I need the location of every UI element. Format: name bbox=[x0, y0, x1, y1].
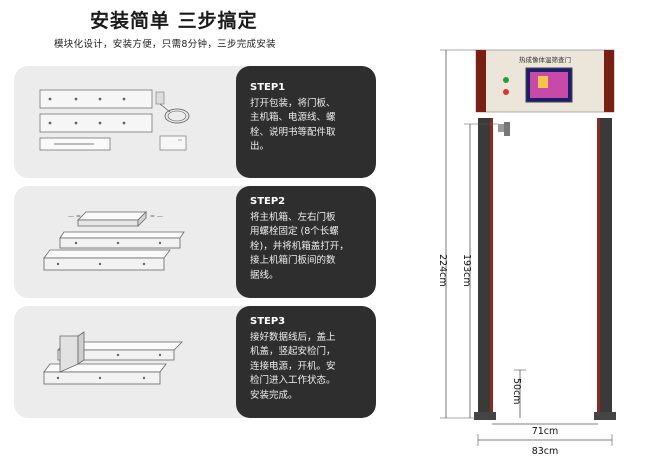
step3-line: 接好数据线后，盖上 bbox=[250, 332, 336, 343]
step-card-1: STEP1 打开包装，将门板、 主机箱、电源线、螺 栓、说明书等配件取 出。 bbox=[14, 66, 376, 178]
step1-text: 打开包装，将门板、 主机箱、电源线、螺 栓、说明书等配件取 出。 bbox=[250, 97, 374, 155]
svg-text:= —: = — bbox=[150, 213, 163, 220]
step1-illustration bbox=[39, 89, 190, 151]
step1-line: 栓、说明书等配件取 bbox=[250, 126, 336, 138]
dim-total-height: 224cm bbox=[437, 254, 448, 287]
step1-line: 出。 bbox=[250, 141, 270, 153]
step2-text: 将主机箱、左右门板 用螺栓固定 (8个长螺 栓)，并将机箱盖打开， 接上机箱门板… bbox=[250, 211, 374, 283]
step2-line: 栓)，并将机箱盖打开， bbox=[250, 240, 349, 252]
right-pillar bbox=[598, 118, 612, 418]
step2-line: 据线。 bbox=[250, 269, 279, 281]
step2-line: 用螺栓固定 (8个长螺 bbox=[250, 226, 339, 238]
step3-text-panel bbox=[236, 306, 376, 418]
step3-line: 机盖，竖起安检门， bbox=[250, 346, 336, 358]
step3-title: STEP3 bbox=[250, 316, 286, 327]
page-subtitle: 模块化设计，安装方便，只需8分钟，三步完成安装 bbox=[54, 39, 276, 50]
step1-title: STEP1 bbox=[250, 82, 286, 93]
walkthrough-gate-illustration: 热成像体温筛查门 224cm 193cm 50cm 71cm 83cm bbox=[437, 49, 616, 457]
step2-illustration: — = = — bbox=[43, 211, 185, 271]
dim-outer-width: 83cm bbox=[532, 446, 559, 457]
step2-line: 将主机箱、左右门板 bbox=[250, 212, 336, 223]
svg-text:— =: — = bbox=[68, 213, 81, 220]
dim-base-height: 50cm bbox=[511, 378, 522, 405]
step3-line: 连接电源，开机。安 bbox=[250, 360, 336, 372]
step2-line: 接上机箱门板间的数 bbox=[250, 255, 336, 267]
step1-line: 主机箱、电源线、螺 bbox=[250, 112, 336, 124]
step2-text-panel bbox=[236, 186, 376, 298]
step3-text: 接好数据线后，盖上 机盖，竖起安检门， 连接电源，开机。安 检门进入工作状态。 … bbox=[250, 331, 374, 403]
step3-illustration bbox=[43, 331, 183, 385]
step1-text-panel bbox=[236, 66, 376, 178]
step2-title: STEP2 bbox=[250, 196, 286, 207]
dim-passage-height: 193cm bbox=[461, 254, 472, 287]
left-pillar bbox=[478, 118, 492, 418]
step3-line: 安装完成。 bbox=[250, 389, 298, 401]
screen-header: 热成像体温筛查门 bbox=[519, 55, 571, 64]
step1-line: 打开包装，将门板、 bbox=[250, 98, 336, 109]
page-title: 安装简单 三步搞定 bbox=[90, 10, 258, 32]
step-card-2: — = = — STEP2 将主机箱、左右门板 用螺栓固定 (8个长螺 栓)，并… bbox=[14, 186, 376, 298]
step3-line: 检门进入工作状态。 bbox=[250, 375, 336, 387]
dim-inner-width: 71cm bbox=[532, 426, 559, 437]
step-card-3: STEP3 接好数据线后，盖上 机盖，竖起安检门， 连接电源，开机。安 检门进入… bbox=[14, 306, 376, 418]
